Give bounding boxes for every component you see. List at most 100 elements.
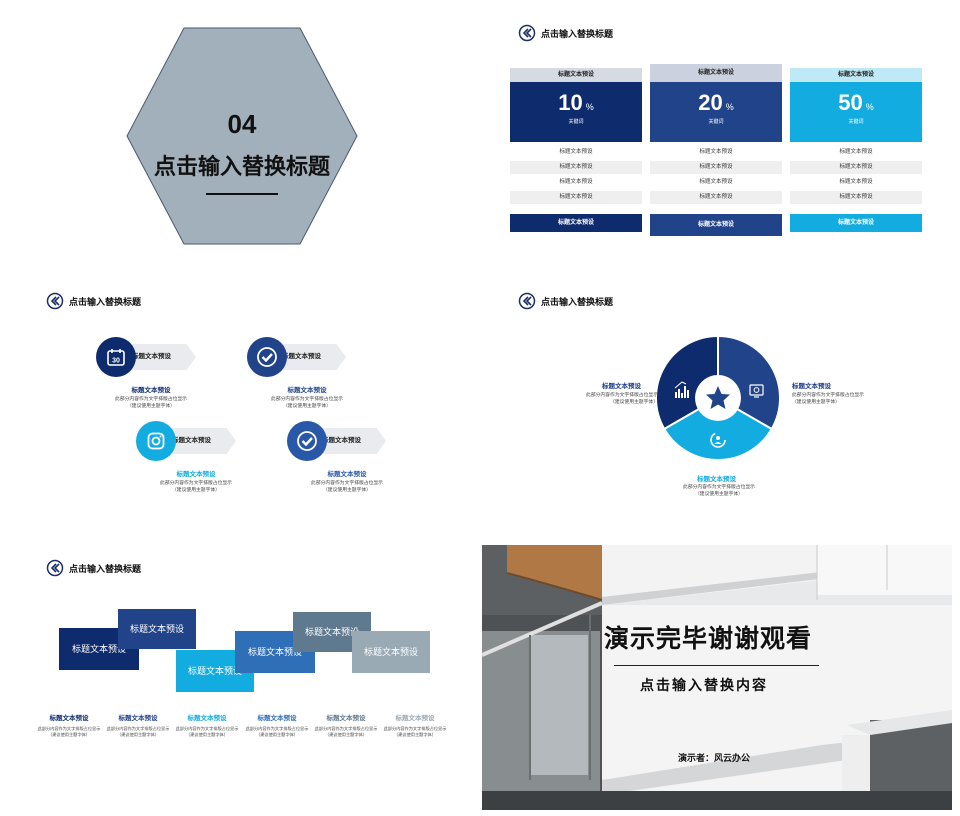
- column-button[interactable]: 标题文本预设: [650, 214, 782, 236]
- slide-thank-you[interactable]: 演示完毕谢谢观看 点击输入替换内容 演示者：风云办公: [482, 545, 952, 810]
- back-circle-icon: [518, 292, 536, 310]
- step-desc: 此部分内容作为文字排版占位显示（建议使用主题字体）: [175, 726, 239, 737]
- calendar-icon: 30: [107, 349, 125, 366]
- pricing-column-3: 标题文本预设 50% 关键词 标题文本预设 标题文本预设 标题文本预设 标题文本…: [790, 68, 922, 232]
- feature-title: 标题文本预设: [287, 387, 327, 394]
- slide-ring-diagram[interactable]: 点击输入替换标题 标题文本预设 此部分内容作为文字排版占位显示（建议使用主题字体…: [482, 278, 952, 543]
- closing-divider: [614, 665, 819, 666]
- back-circle-icon: [46, 559, 64, 577]
- slide-feature-list[interactable]: 点击输入替换标题 标题文本预设 30 标题文本预设 此部分内容作为文字排版占位显…: [10, 278, 480, 543]
- segment-title-left: 标题文本预设: [602, 383, 641, 390]
- list-item: 标题文本预设: [650, 191, 782, 204]
- slide-header: 点击输入替换标题: [518, 24, 613, 42]
- column-head: 标题文本预设: [650, 64, 782, 82]
- price-value: 50: [838, 90, 863, 115]
- price-unit: %: [865, 102, 874, 112]
- price-box: 10% 关键词: [510, 82, 642, 142]
- column-button[interactable]: 标题文本预设: [790, 214, 922, 232]
- price-box: 50% 关键词: [790, 82, 922, 142]
- slide-header: 点击输入替换标题: [46, 559, 141, 577]
- price-keyword: 关键词: [568, 119, 584, 125]
- price-unit: %: [725, 102, 734, 112]
- list-item: 标题文本预设: [510, 161, 642, 174]
- slide-section-cover[interactable]: 04 点击输入替换标题: [10, 10, 480, 275]
- step-title: 标题文本预设: [257, 715, 297, 722]
- segment-title-right: 标题文本预设: [792, 383, 831, 390]
- price-value: 20: [698, 90, 723, 115]
- feature-title: 标题文本预设: [176, 471, 216, 478]
- ring-diagram: [654, 334, 782, 462]
- feature-desc: 此部分内容作为文字排版占位显示（建议使用主题字体）: [115, 397, 187, 409]
- list-item: 标题文本预设: [559, 149, 593, 155]
- feature-title: 标题文本预设: [327, 471, 367, 478]
- list-item: 标题文本预设: [839, 179, 873, 185]
- feature-desc: 此部分内容作为文字排版占位显示（建议使用主题字体）: [311, 481, 383, 493]
- list-item: 标题文本预设: [559, 179, 593, 185]
- slide-header: 点击输入替换标题: [46, 292, 141, 310]
- step-title: 标题文本预设: [118, 715, 158, 722]
- list-item: 标题文本预设: [510, 191, 642, 204]
- segment-title-bottom: 标题文本预设: [697, 476, 736, 483]
- list-item: 标题文本预设: [699, 179, 733, 185]
- step-desc: 此部分内容作为文字排版占位显示（建议使用主题字体）: [314, 726, 378, 737]
- step-title: 标题文本预设: [326, 715, 366, 722]
- price-box: 20% 关键词: [650, 82, 782, 142]
- list-item: 标题文本预设: [790, 191, 922, 204]
- header-title: 点击输入替换标题: [541, 28, 614, 39]
- segment-desc-left: 此部分内容作为文字排版占位显示（建议使用主题字体）: [586, 393, 658, 405]
- feature-label: 标题文本预设: [128, 344, 196, 370]
- price-unit: %: [585, 102, 594, 112]
- segment-desc-bottom: 此部分内容作为文字排版占位显示（建议使用主题字体）: [683, 485, 755, 497]
- title-underline: [206, 193, 278, 195]
- feature-desc: 此部分内容作为文字排版占位显示（建议使用主题字体）: [160, 481, 232, 493]
- ribbon-step: 标题文本预设: [352, 631, 430, 673]
- list-item: 标题文本预设: [839, 149, 873, 155]
- step-desc: 此部分内容作为文字排版占位显示（建议使用主题字体）: [37, 726, 101, 737]
- step-title: 标题文本预设: [395, 715, 435, 722]
- feature-badge: [247, 337, 287, 377]
- step-desc: 此部分内容作为文字排版占位显示（建议使用主题字体）: [106, 726, 170, 737]
- calendar-day: 30: [112, 358, 120, 365]
- presenter-label: 演示者：风云办公: [678, 753, 751, 763]
- screen-icon: [749, 384, 764, 398]
- section-title: 点击输入替换标题: [153, 154, 330, 179]
- feature-badge: 30: [96, 337, 136, 377]
- step-title: 标题文本预设: [187, 715, 227, 722]
- feature-label: 标题文本预设: [278, 344, 346, 370]
- feature-badge: [136, 421, 176, 461]
- header-title: 点击输入替换标题: [69, 563, 142, 574]
- star-icon: [706, 386, 730, 409]
- refresh-user-icon: [710, 432, 726, 448]
- building-photo: [482, 545, 952, 810]
- feature-title: 标题文本预设: [131, 387, 171, 394]
- header-title: 点击输入替换标题: [541, 296, 614, 307]
- step-desc: 此部分内容作为文字排版占位显示（建议使用主题字体）: [245, 726, 309, 737]
- column-head: 标题文本预设: [790, 68, 922, 82]
- pricing-column-1: 标题文本预设 10% 关键词 标题文本预设 标题文本预设 标题文本预设 标题文本…: [510, 68, 642, 232]
- check-icon: [297, 431, 317, 451]
- feature-label: 标题文本预设: [318, 428, 386, 454]
- column-head: 标题文本预设: [510, 68, 642, 82]
- list-item: 标题文本预设: [790, 161, 922, 174]
- list-item: 标题文本预设: [650, 161, 782, 174]
- slide-header: 点击输入替换标题: [518, 292, 613, 310]
- closing-subtitle: 点击输入替换内容: [640, 677, 768, 693]
- header-title: 点击输入替换标题: [69, 296, 142, 307]
- feature-desc: 此部分内容作为文字排版占位显示（建议使用主题字体）: [271, 397, 343, 409]
- price-keyword: 关键词: [848, 119, 864, 125]
- check-icon: [257, 347, 277, 367]
- slide-ribbon-steps[interactable]: 点击输入替换标题 标题文本预设 标题文本预设 标题文本预设 标题文本预设 标题文…: [10, 545, 480, 810]
- ribbon-step: 标题文本预设: [118, 609, 196, 649]
- section-number: 04: [227, 109, 257, 139]
- step-title: 标题文本预设: [49, 715, 89, 722]
- back-circle-icon: [46, 292, 64, 310]
- pricing-column-2: 标题文本预设 20% 关键词 标题文本预设 标题文本预设 标题文本预设 标题文本…: [650, 64, 782, 236]
- column-button[interactable]: 标题文本预设: [510, 214, 642, 232]
- slide-pricing-table[interactable]: 点击输入替换标题 标题文本预设 10% 关键词 标题文本预设 标题文本预设 标题…: [482, 10, 952, 275]
- feature-badge: [287, 421, 327, 461]
- list-item: 标题文本预设: [699, 149, 733, 155]
- feature-label: 标题文本预设: [168, 428, 236, 454]
- hexagon-badge: 04 点击输入替换标题: [126, 27, 358, 245]
- step-desc: 此部分内容作为文字排版占位显示（建议使用主题字体）: [383, 726, 447, 737]
- bar-chart-icon: [674, 381, 689, 398]
